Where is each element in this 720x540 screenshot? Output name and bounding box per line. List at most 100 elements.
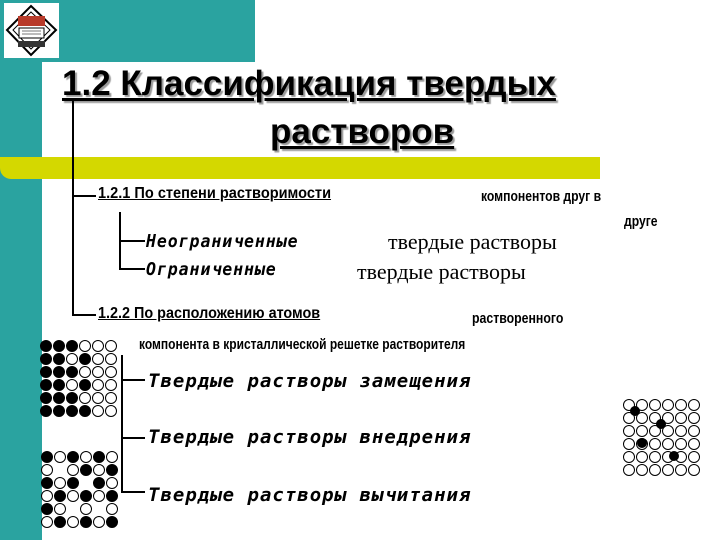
lattice-atom <box>67 464 79 476</box>
lattice-atom <box>649 425 661 437</box>
lattice-atom <box>67 490 79 502</box>
section2-heading-continuation-line2: компонента в кристаллической решетке рас… <box>139 336 466 353</box>
lattice-atom <box>54 503 66 515</box>
lattice-atom <box>675 399 687 411</box>
lattice-atom <box>662 438 674 450</box>
interstitial-atom <box>656 419 666 429</box>
lattice-atom <box>636 412 648 424</box>
lattice-atom <box>662 464 674 476</box>
lattice-atom <box>636 399 648 411</box>
lattice-atom <box>80 464 92 476</box>
interstitial-solutions-label: Твердые растворы внедрения <box>148 426 472 448</box>
lattice-atom <box>688 464 700 476</box>
lattice-atom <box>662 412 674 424</box>
lattice-atom <box>623 412 635 424</box>
lattice-atom <box>53 366 65 378</box>
lattice-atom <box>688 399 700 411</box>
lattice-atom <box>80 451 92 463</box>
lattice-atom <box>623 438 635 450</box>
yellow-band <box>0 157 600 179</box>
lattice-atom <box>636 425 648 437</box>
section2-heading-continuation: растворенного <box>472 310 564 327</box>
interstitial-lattice-icon <box>623 399 700 476</box>
limited-solutions-label: Ограниченные <box>146 259 277 280</box>
lattice-atom <box>92 392 104 404</box>
lattice-atom <box>66 405 78 417</box>
lattice-atom <box>66 353 78 365</box>
lattice-atom <box>40 379 52 391</box>
lattice-atom <box>53 340 65 352</box>
lattice-atom <box>675 425 687 437</box>
lattice-atom <box>636 451 648 463</box>
lattice-atom <box>41 477 53 489</box>
lattice-atom <box>93 451 105 463</box>
unlimited-solutions-label: Неограниченные <box>146 231 299 252</box>
lattice-atom <box>92 405 104 417</box>
lattice-atom <box>80 516 92 528</box>
lattice-atom <box>649 464 661 476</box>
lattice-atom <box>66 366 78 378</box>
lattice-atom <box>41 451 53 463</box>
lattice-atom <box>105 405 117 417</box>
lattice-atom <box>662 425 674 437</box>
lattice-atom <box>106 464 118 476</box>
lattice-atom <box>40 340 52 352</box>
lattice-atom <box>66 392 78 404</box>
lattice-atom <box>649 451 661 463</box>
interstitial-atom <box>669 451 679 461</box>
lattice-atom <box>40 353 52 365</box>
lattice-atom <box>649 399 661 411</box>
lattice-atom <box>623 464 635 476</box>
outline-sub2-item3-hline <box>121 491 145 493</box>
lattice-atom <box>92 340 104 352</box>
lattice-atom <box>105 366 117 378</box>
lattice-atom <box>54 516 66 528</box>
lattice-atom <box>636 464 648 476</box>
limited-solutions-rest: твердые растворы <box>357 259 526 284</box>
lattice-atom <box>66 379 78 391</box>
lattice-atom <box>688 451 700 463</box>
lattice-atom <box>53 392 65 404</box>
slide-title-line2: растворов <box>270 112 455 151</box>
lattice-atom <box>93 516 105 528</box>
lattice-atom <box>93 464 105 476</box>
lattice-atom <box>623 451 635 463</box>
lattice-atom <box>93 477 105 489</box>
lattice-atom <box>79 366 91 378</box>
section1-heading-continuation: компонентов друг в <box>481 188 602 205</box>
slide-title-line1: 1.2 Классификация твердых <box>62 64 556 103</box>
lattice-atom <box>106 516 118 528</box>
lattice-atom <box>41 503 53 515</box>
unlimited-solutions-rest: твердые растворы <box>388 229 557 254</box>
lattice-atom <box>106 490 118 502</box>
outline-branch1-hline <box>72 195 96 197</box>
lattice-atom <box>675 412 687 424</box>
lattice-atom <box>54 477 66 489</box>
lattice-atom <box>79 405 91 417</box>
lattice-atom <box>105 392 117 404</box>
teal-side-band <box>0 0 42 540</box>
lattice-atom <box>67 451 79 463</box>
lattice-atom <box>53 379 65 391</box>
substitution-solutions-label: Твердые растворы замещения <box>148 370 472 392</box>
lattice-atom <box>41 464 53 476</box>
lattice-atom <box>40 366 52 378</box>
lattice-atom <box>105 353 117 365</box>
lattice-atom <box>79 392 91 404</box>
lattice-atom <box>93 490 105 502</box>
university-logo-icon <box>4 3 59 58</box>
lattice-atom <box>54 490 66 502</box>
lattice-atom <box>688 425 700 437</box>
outline-sub2-item2-hline <box>121 437 145 439</box>
vacancy-solutions-label: Твердые растворы вычитания <box>148 484 472 506</box>
lattice-atom <box>66 340 78 352</box>
lattice-atom <box>106 451 118 463</box>
lattice-atom <box>80 503 92 515</box>
lattice-atom <box>79 340 91 352</box>
lattice-atom <box>105 379 117 391</box>
lattice-atom <box>688 438 700 450</box>
interstitial-atom <box>637 438 647 448</box>
lattice-atom <box>106 503 118 515</box>
lattice-atom <box>53 353 65 365</box>
